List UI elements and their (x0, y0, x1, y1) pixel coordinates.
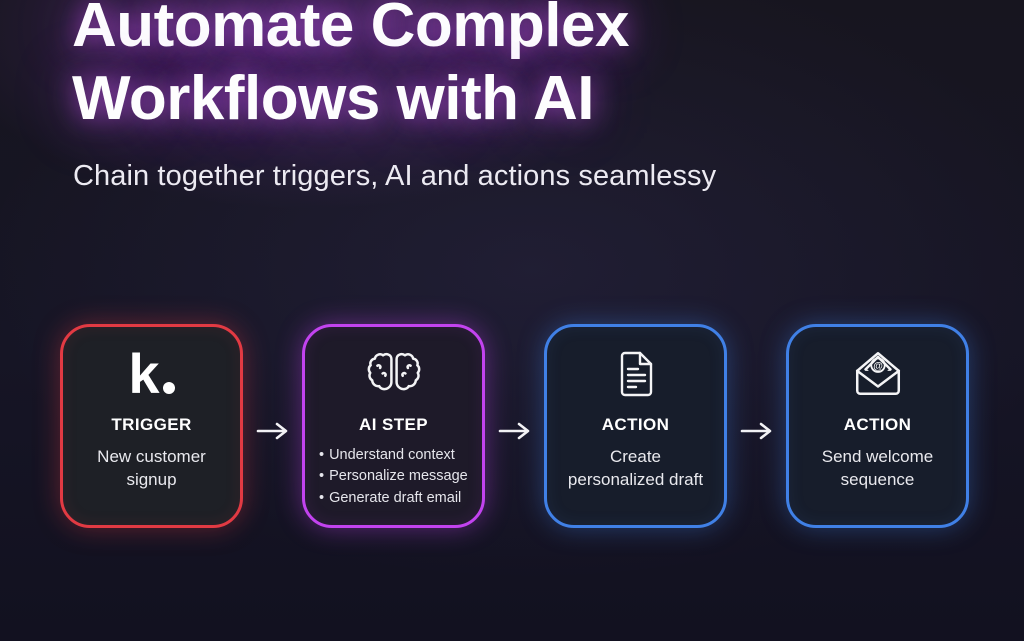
bullet-item: • Understand context (319, 445, 476, 466)
right-arrow-icon (498, 422, 529, 440)
bullet-item: • Personalize message (319, 466, 476, 487)
bullet-dot: • (319, 489, 325, 506)
k-logo-dot (162, 381, 175, 394)
card-type-label: AI STEP (359, 415, 428, 434)
ai-step-bullet-list: • Understand context • Personalize messa… (305, 445, 482, 509)
flow-arrow (485, 324, 544, 528)
document-icon (547, 345, 724, 403)
bullet-dot: • (319, 468, 325, 485)
bullet-dot: • (319, 447, 325, 463)
card-type-label: TRIGGER (111, 415, 192, 434)
svg-text:@: @ (873, 361, 883, 372)
workflow-diagram: k TRIGGER New customer signup (60, 324, 969, 528)
flow-arrow (727, 324, 786, 528)
bullet-text: Understand context (329, 447, 455, 463)
open-envelope-at-icon: @ (789, 345, 966, 403)
flow-arrow (243, 324, 302, 528)
workflow-card-action-send: @ ACTION Send welcome sequence (786, 324, 969, 528)
workflow-card-ai-step: AI STEP • Understand context • Personali… (302, 324, 485, 528)
klaviyo-k-logo-icon: k (63, 345, 240, 403)
title-line-2: Workflows with AI (72, 63, 594, 133)
title-line-1: Automate Complex (72, 0, 629, 60)
right-arrow-icon (740, 422, 771, 440)
page-title: Automate Complex Workflows with AI (72, 0, 629, 135)
card-type-label: ACTION (601, 415, 670, 434)
right-arrow-icon (256, 422, 287, 440)
card-type-label: ACTION (843, 415, 912, 434)
bullet-text: Personalize message (329, 468, 468, 485)
brain-icon (305, 345, 482, 403)
workflow-card-action-draft: ACTION Create personalized draft (544, 324, 727, 528)
card-description: Create personalized draft (567, 447, 704, 489)
card-description: New customer signup (97, 447, 206, 489)
bullet-item: • Generate draft email (319, 488, 476, 509)
page-subtitle: Chain together triggers, AI and actions … (73, 160, 717, 192)
workflow-card-trigger: k TRIGGER New customer signup (60, 324, 243, 528)
bullet-text: Generate draft email (329, 489, 462, 506)
k-logo-letter: k (128, 342, 160, 406)
card-description: Send welcome sequence (821, 447, 934, 489)
